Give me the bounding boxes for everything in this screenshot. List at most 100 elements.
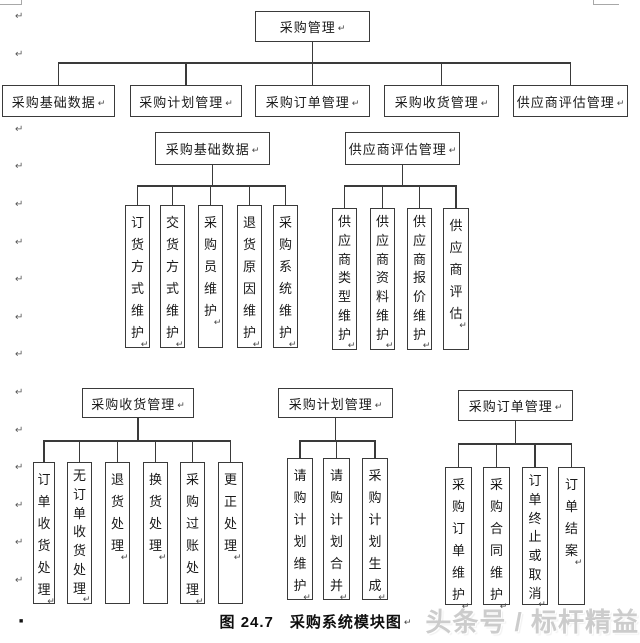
return-mark-icon: ↵	[213, 317, 222, 327]
box-supplier-evaluation-management: 供应商评估管理↵	[513, 85, 628, 117]
connector-line	[311, 62, 314, 85]
connector-line	[154, 440, 157, 462]
return-mark-icon: ↵	[448, 145, 457, 155]
box-purchase-receiving-group: 采购收货管理↵	[82, 388, 194, 418]
paragraph-return-icon: ↵	[15, 424, 24, 436]
paragraph-return-icon: ↵	[15, 161, 24, 173]
box-no-order-receiving-processing: 无订单收货处理↵	[67, 462, 92, 604]
return-mark-icon: ↵	[158, 552, 167, 562]
connector-line	[344, 185, 456, 187]
box-requisition-plan-merge: 请购计划合并↵	[323, 458, 350, 602]
return-mark-icon: ↵	[339, 592, 348, 602]
box-label: 采购收货管理	[394, 94, 479, 110]
box-label: 采购计划生成	[368, 468, 382, 593]
connector-line	[458, 443, 572, 445]
box-label: 供应商资料维护	[375, 214, 389, 342]
return-mark-icon: ↵	[403, 617, 413, 627]
box-supplier-info-maintenance: 供应商资料维护↵	[370, 208, 395, 350]
box-label: 订单终止或取消	[528, 473, 542, 601]
connector-line	[57, 62, 60, 85]
return-mark-icon: ↵	[347, 339, 356, 350]
box-label: 供应商评估	[449, 218, 463, 321]
box-label: 无订单收货处理	[72, 468, 86, 596]
box-label: 采购基础数据	[11, 94, 96, 110]
connector-line	[569, 62, 572, 85]
connector-line	[116, 440, 119, 462]
paragraph-return-icon: ↵	[15, 537, 24, 549]
figure-caption: 图 24.7 采购系统模块图↵	[0, 611, 632, 632]
paragraph-return-icon: ↵	[15, 123, 24, 135]
return-mark-icon: ↵	[554, 402, 563, 412]
box-label: 供应商评估管理	[348, 142, 447, 157]
connector-line	[334, 418, 337, 440]
return-mark-icon: ↵	[422, 339, 431, 350]
box-supplier-evaluation-group: 供应商评估管理↵	[345, 132, 460, 165]
figure-caption-text: 图 24.7 采购系统模块图	[219, 614, 402, 631]
return-mark-icon: ↵	[120, 552, 129, 562]
box-order-closure: 订单结案↵	[558, 467, 585, 605]
connector-line	[514, 421, 517, 443]
box-label: 采购收货管理	[91, 396, 176, 412]
paragraph-return-icon: ↵	[15, 199, 24, 210]
box-order-receiving-processing: 订单收货处理↵	[33, 462, 55, 606]
box-purchase-management: 采购管理↵	[255, 11, 370, 42]
return-mark-icon: ↵	[252, 339, 261, 349]
paragraph-return-icon: ↵	[15, 462, 24, 474]
connector-line	[381, 185, 384, 208]
box-label: 请购计划合并	[329, 468, 343, 593]
box-label: 采购员维护	[203, 215, 217, 318]
connector-line	[455, 185, 457, 208]
box-correction-processing: 更正处理↵	[218, 462, 243, 604]
box-purchase-base-data-group: 采购基础数据↵	[155, 132, 270, 165]
page-border-fragment-right	[593, 0, 619, 5]
box-label: 供应商评估管理	[516, 94, 615, 110]
connector-line	[78, 440, 81, 462]
paragraph-return-icon: ↵	[15, 11, 24, 22]
box-purchase-posting-processing: 采购过账处理↵	[180, 462, 205, 606]
return-mark-icon: ↵	[574, 557, 583, 567]
return-mark-icon: ↵	[225, 97, 233, 108]
box-purchase-plan-management: 采购计划管理↵	[130, 85, 242, 117]
connector-line	[299, 440, 301, 458]
box-return-reason-maintenance: 退货原因维护↵	[237, 205, 262, 349]
return-mark-icon: ↵	[374, 399, 383, 410]
return-mark-icon: ↵	[251, 145, 260, 155]
connector-line	[284, 185, 287, 205]
return-mark-icon: ↵	[303, 592, 311, 602]
connector-line	[137, 418, 139, 440]
box-label: 采购计划管理	[288, 396, 373, 412]
box-purchase-plan-generation: 采购计划生成↵	[362, 458, 388, 602]
box-label: 订单收货处理	[37, 472, 51, 597]
connector-line	[191, 440, 194, 462]
box-label: 退货原因维护	[242, 215, 256, 340]
return-mark-icon: ↵	[233, 552, 242, 562]
page-border-fragment-left	[0, 0, 22, 5]
box-purchase-order-group: 采购订单管理↵	[458, 390, 573, 421]
connector-line	[185, 62, 187, 85]
return-mark-icon: ↵	[461, 601, 470, 611]
return-mark-icon: ↵	[140, 339, 149, 349]
return-mark-icon: ↵	[378, 592, 386, 602]
connector-line	[248, 185, 251, 205]
connector-line	[44, 440, 231, 442]
connector-line	[209, 185, 212, 205]
return-mark-icon: ↵	[538, 598, 546, 609]
box-purchase-order-management: 采购订单管理↵	[255, 85, 370, 117]
box-purchase-contract-maintenance: 采购合同维护↵	[483, 467, 510, 611]
return-mark-icon: ↵	[47, 596, 55, 606]
connector-line	[418, 185, 421, 208]
box-purchase-receiving-management: 采购收货管理↵	[384, 85, 499, 117]
connector-line	[374, 440, 376, 458]
box-label: 请购计划维护	[293, 468, 307, 593]
connector-line	[58, 62, 571, 64]
connector-line	[457, 443, 460, 467]
box-requisition-plan-maintenance: 请购计划维护↵	[287, 458, 313, 602]
box-return-processing: 退货处理↵	[105, 462, 130, 604]
box-label: 采购订单管理	[265, 94, 350, 110]
paragraph-return-icon: ↵	[15, 48, 24, 60]
connector-line	[495, 443, 498, 467]
connector-line	[401, 165, 404, 185]
box-purchase-system-maintenance: 采购系统维护↵	[273, 205, 298, 349]
box-exchange-processing: 换货处理↵	[143, 462, 168, 604]
